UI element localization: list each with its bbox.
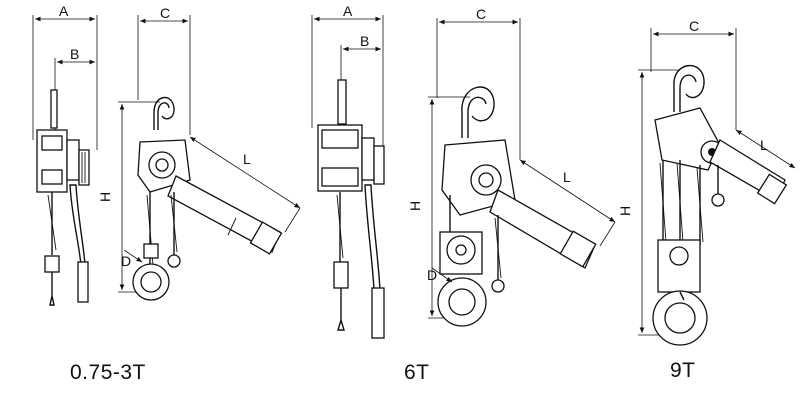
model-0-75-3t-front-view: C H L D bbox=[97, 5, 301, 301]
dim-label-l: L bbox=[243, 151, 251, 167]
model-0-75-3t-side-view: A B bbox=[32, 3, 98, 306]
model-6t-front-view: C H L D bbox=[407, 6, 616, 327]
dim-label-h: H bbox=[97, 192, 113, 202]
dim-label-a: A bbox=[59, 3, 69, 19]
caption-0-75-3t: 0.75-3T bbox=[70, 361, 146, 384]
caption-6t: 6T bbox=[404, 361, 430, 384]
dim-label-a-6t: A bbox=[343, 3, 353, 19]
dim-label-l-9t: L bbox=[760, 137, 768, 153]
model-9t-front-view: C H L bbox=[617, 18, 796, 346]
dim-label-d-6t: D bbox=[427, 267, 437, 283]
dim-label-b: B bbox=[70, 46, 79, 62]
dim-label-h-9t: H bbox=[617, 206, 633, 216]
dim-label-h-6t: H bbox=[407, 201, 423, 211]
model-6t-side-view: A B bbox=[311, 3, 385, 339]
caption-9t: 9T bbox=[670, 359, 696, 382]
dim-label-c-6t: C bbox=[476, 6, 486, 22]
dim-label-b-6t: B bbox=[360, 33, 369, 49]
dim-label-l-6t: L bbox=[563, 169, 571, 185]
dim-label-c-9t: C bbox=[689, 18, 699, 34]
dim-label-c: C bbox=[160, 5, 170, 21]
dim-label-d: D bbox=[121, 253, 131, 269]
